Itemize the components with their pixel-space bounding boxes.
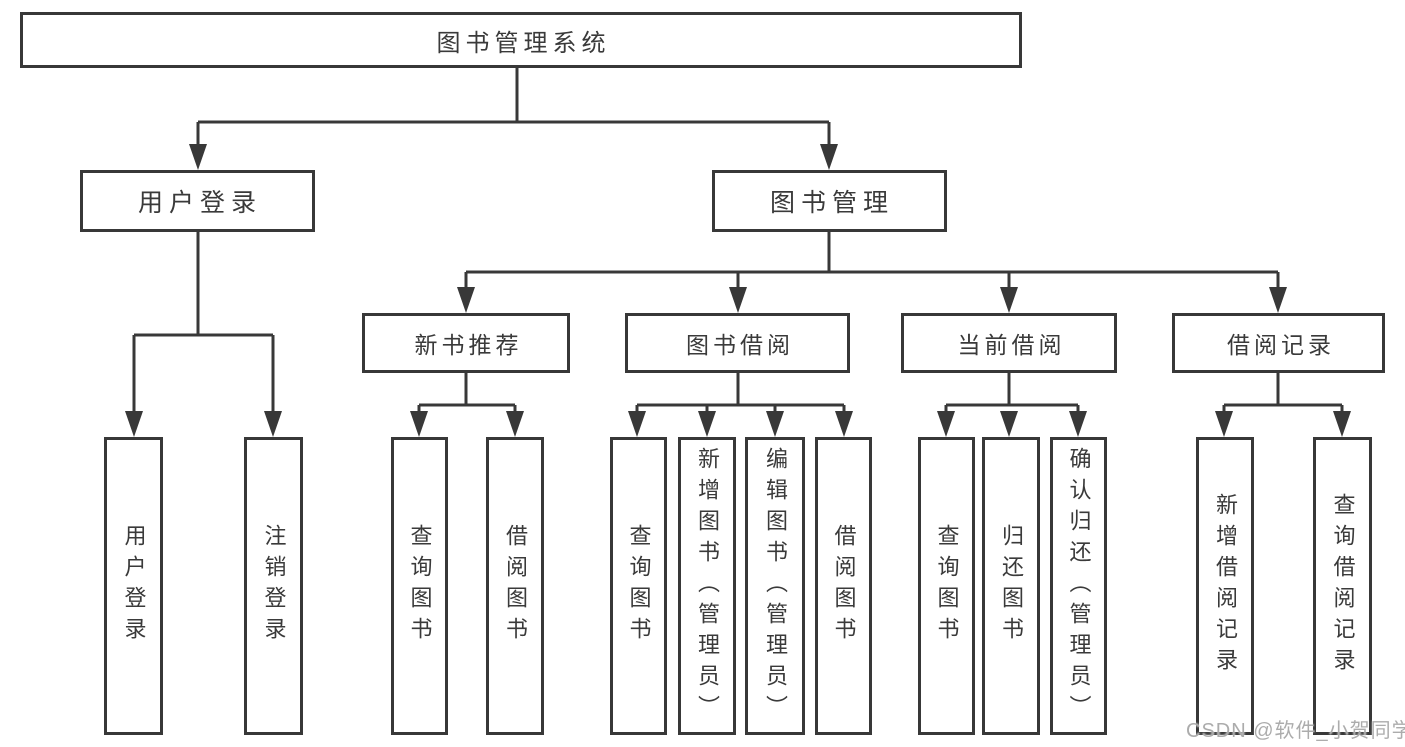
leaf-edit-books-admin: 编辑图书（管理员） [745, 437, 805, 735]
node-label: 确认归还（管理员） [1066, 446, 1092, 726]
leaf-return-books: 归还图书 [982, 437, 1040, 735]
node-new-book-recommend: 新书推荐 [362, 313, 570, 373]
node-label: 查询图书 [626, 524, 652, 648]
node-label: 新增借阅记录 [1213, 493, 1238, 679]
node-label: 归还图书 [999, 524, 1024, 648]
node-label: 用户登录 [121, 524, 147, 648]
csdn-watermark: CSDN @软件_小贺同学 [1186, 720, 1405, 742]
leaf-recommend-query-books: 查询图书 [391, 437, 448, 735]
node-label: 新增图书（管理员） [695, 446, 720, 726]
node-user-login: 用户登录 [80, 170, 315, 232]
node-label: 查询图书 [407, 524, 433, 648]
node-label: 用户登录 [137, 189, 262, 217]
node-label: 借阅记录 [1227, 332, 1335, 358]
node-current-borrowing: 当前借阅 [901, 313, 1117, 373]
node-label: 图书管理系统 [436, 29, 611, 57]
leaf-borrowing-query-books: 查询图书 [610, 437, 667, 735]
node-label: 图书借阅 [686, 332, 794, 358]
node-label: 新书推荐 [414, 332, 523, 358]
node-label: 查询借阅记录 [1330, 493, 1356, 679]
node-book-borrowing: 图书借阅 [625, 313, 850, 373]
leaf-current-query-books: 查询图书 [918, 437, 975, 735]
node-root-library-system: 图书管理系统 [20, 12, 1022, 68]
node-label: 当前借阅 [957, 332, 1066, 358]
node-borrowing-records: 借阅记录 [1172, 313, 1385, 373]
node-label: 查询图书 [934, 524, 960, 648]
node-label: 借阅图书 [503, 524, 528, 648]
leaf-user-login: 用户登录 [104, 437, 163, 735]
node-label: 编辑图书（管理员） [763, 446, 788, 726]
leaf-logout: 注销登录 [244, 437, 303, 735]
node-label: 注销登录 [261, 524, 287, 648]
leaf-recommend-borrow-books: 借阅图书 [486, 437, 544, 735]
node-label: 图书管理 [769, 189, 894, 217]
node-book-management: 图书管理 [712, 170, 947, 232]
leaf-query-borrow-record: 查询借阅记录 [1313, 437, 1372, 735]
leaf-add-borrow-record: 新增借阅记录 [1196, 437, 1254, 735]
leaf-add-books-admin: 新增图书（管理员） [678, 437, 736, 735]
leaf-confirm-return-admin: 确认归还（管理员） [1050, 437, 1107, 735]
leaf-borrowing-borrow-books: 借阅图书 [815, 437, 872, 735]
node-label: 借阅图书 [831, 524, 857, 648]
